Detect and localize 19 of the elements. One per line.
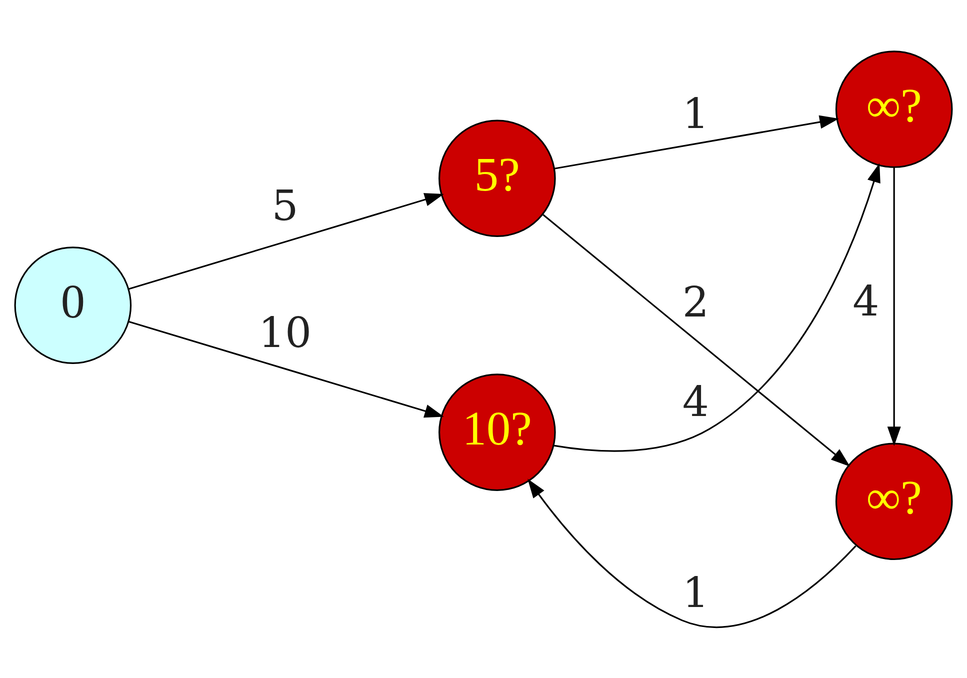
arrow [542, 214, 850, 466]
edge-label: 4 [852, 276, 880, 325]
arrow [554, 162, 880, 452]
node-circle: ∞? [835, 442, 953, 560]
node-circle: 5? [438, 119, 556, 237]
arrow [128, 192, 444, 290]
arrow [887, 166, 901, 446]
arrow [128, 320, 444, 418]
arrow [554, 114, 839, 169]
node-circle: ∞? [835, 50, 953, 168]
node-circle: 0 [14, 246, 132, 364]
edge-label: 10 [258, 307, 312, 356]
arrow [528, 478, 856, 628]
edge-label: 5 [272, 180, 298, 230]
node-circle: 10? [438, 373, 556, 490]
edge-label: 4 [682, 376, 709, 426]
edge-label: 2 [682, 276, 709, 326]
edge-label: 1 [682, 568, 709, 617]
edge-label: 1 [682, 88, 709, 138]
